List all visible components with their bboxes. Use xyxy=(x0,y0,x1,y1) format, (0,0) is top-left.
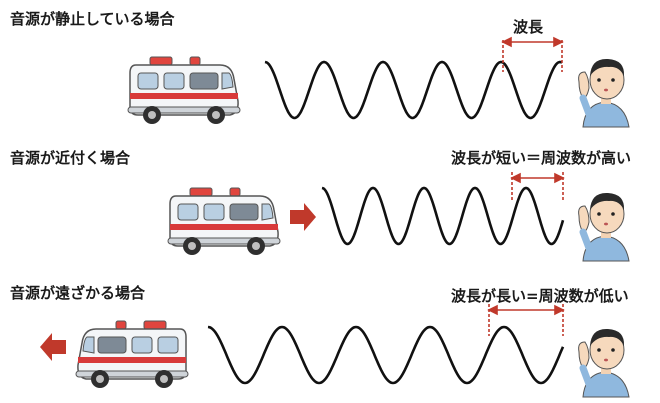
listener-icon-stationary xyxy=(579,59,629,127)
listener-icon-receding xyxy=(579,329,629,397)
wavelength-marker-receding xyxy=(487,304,565,336)
motion-arrow-icon-receding xyxy=(40,333,66,361)
sound-wave-approaching xyxy=(321,186,565,246)
wavelength-label-approaching: 波長が短い＝周波数が高い xyxy=(451,149,632,167)
ambulance-icon-approaching xyxy=(167,187,281,256)
scene-caption-receding: 音源が遠ざかる場合 xyxy=(10,284,146,302)
scene-caption-approaching: 音源が近付く場合 xyxy=(10,149,131,167)
listener-icon-approaching xyxy=(579,193,629,261)
wavelength-label-stationary: 波長 xyxy=(513,18,544,36)
wavelength-marker-approaching xyxy=(510,172,565,200)
ambulance-icon-receding xyxy=(75,320,189,389)
motion-arrow-icon-approaching xyxy=(290,203,316,231)
wavelength-label-receding: 波長が長い=周波数が低い xyxy=(451,287,629,305)
scene-caption-stationary: 音源が静止している場合 xyxy=(10,10,175,28)
wavelength-marker-stationary xyxy=(501,36,564,72)
sound-wave-receding xyxy=(207,325,565,385)
sound-wave-stationary xyxy=(264,60,563,120)
ambulance-icon-stationary xyxy=(127,56,241,125)
